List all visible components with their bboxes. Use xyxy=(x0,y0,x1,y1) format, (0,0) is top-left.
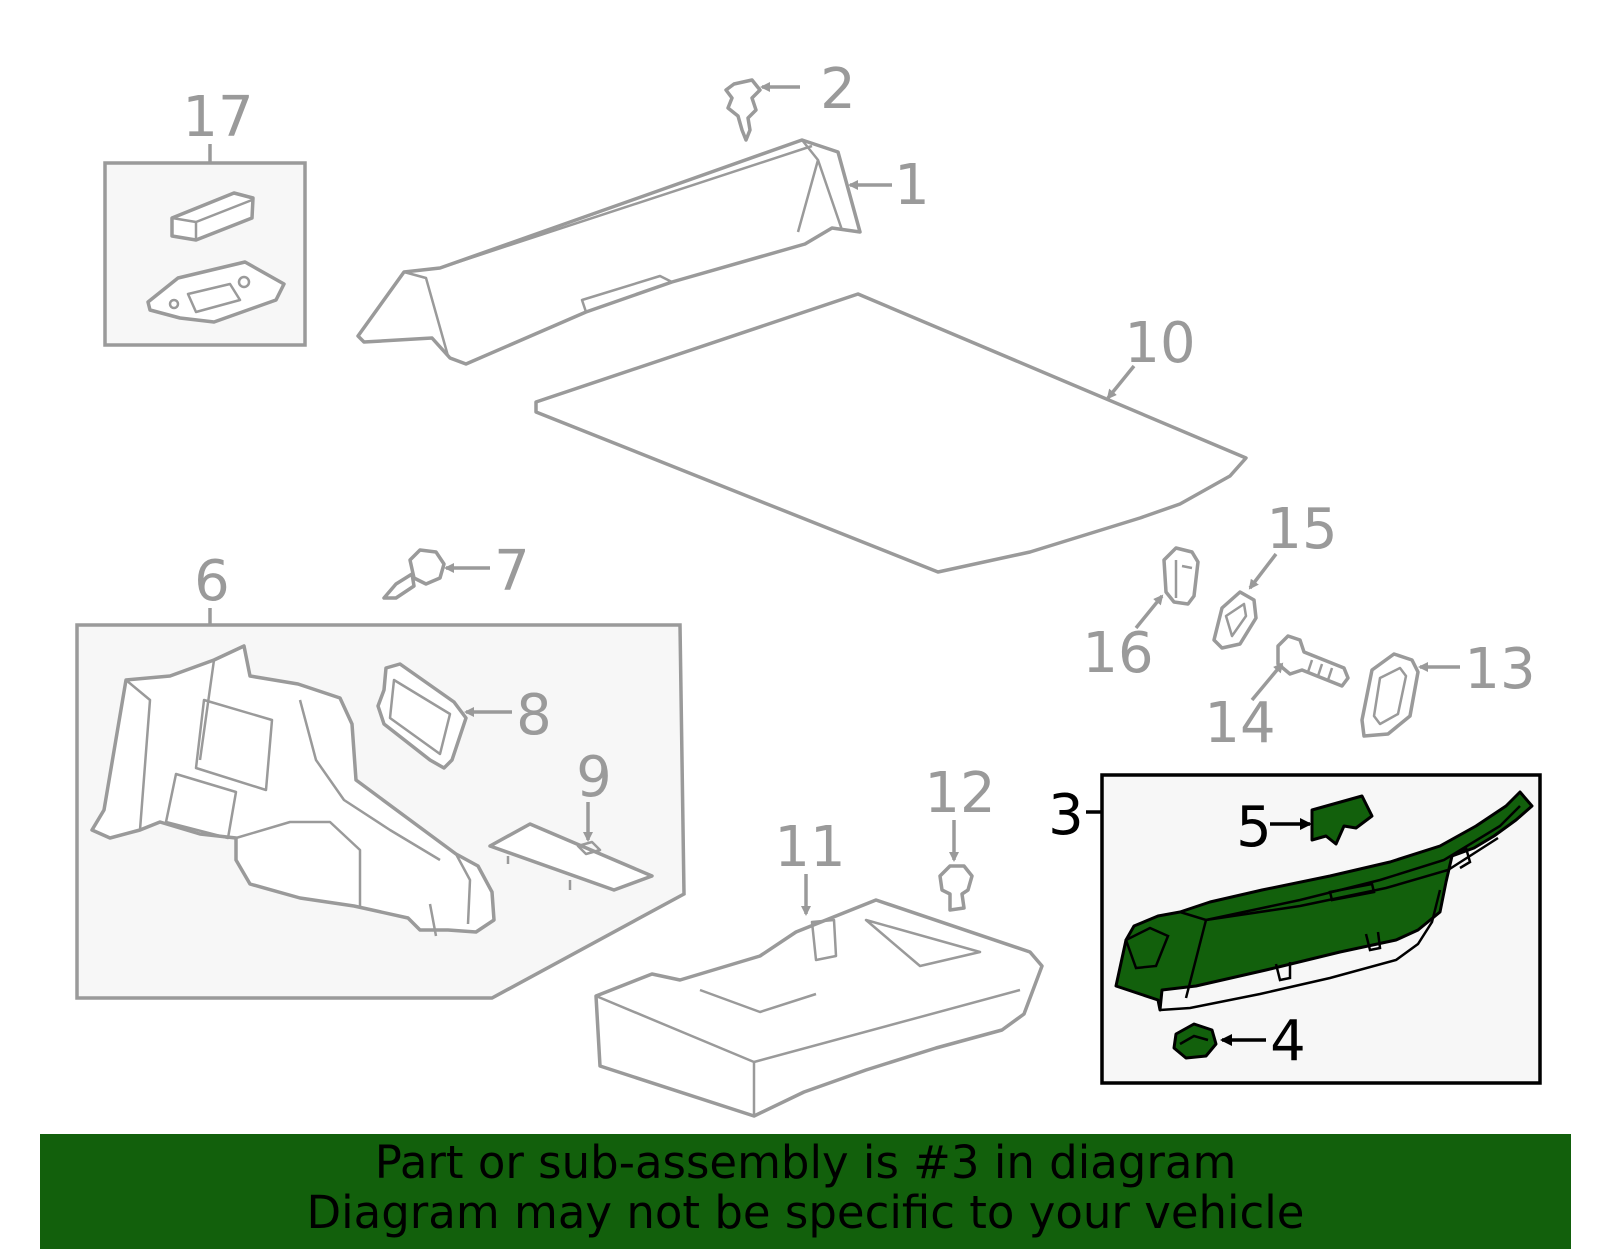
callout-10: 10 xyxy=(1124,311,1195,376)
part-17-lamp-housing xyxy=(146,260,286,324)
callout-15: 15 xyxy=(1266,497,1337,562)
part-15-leader xyxy=(1248,552,1278,590)
part-2-clip: 2 xyxy=(724,57,856,142)
part-17-group: 17 xyxy=(103,85,307,347)
callout-17: 17 xyxy=(182,85,253,150)
part-3-group: 3 5 4 xyxy=(1048,773,1542,1085)
callout-16: 16 xyxy=(1082,621,1153,686)
part-3-sill-trim-panel xyxy=(1114,790,1534,1012)
banner-line-1: Part or sub-assembly is #3 in diagram xyxy=(374,1136,1237,1189)
part-6-group: 6 xyxy=(75,549,686,1000)
callout-9: 9 xyxy=(576,745,612,810)
info-banner: Part or sub-assembly is #3 in diagram Di… xyxy=(40,1134,1571,1249)
callout-5: 5 xyxy=(1236,795,1272,860)
part-5-clip: 5 xyxy=(1236,794,1374,860)
part-6-side-panel xyxy=(90,644,496,937)
callout-12: 12 xyxy=(924,761,995,826)
part-12-fastener: 12 xyxy=(924,761,996,912)
part-17-lamp-bulb xyxy=(170,191,255,242)
callout-13: 13 xyxy=(1464,637,1535,702)
part-10-trunk-mat: 10 xyxy=(534,292,1248,574)
callout-4: 4 xyxy=(1270,1009,1306,1074)
part-7-bolt: 7 xyxy=(382,539,530,604)
part-11-storage-tray: 11 xyxy=(594,815,1044,1118)
callout-3: 3 xyxy=(1048,783,1084,848)
callout-14: 14 xyxy=(1204,691,1275,756)
part-9-small-panel: 9 xyxy=(488,745,654,892)
part-4-nut: 4 xyxy=(1172,1009,1306,1074)
part-15-clip: 15 xyxy=(1212,497,1338,650)
part-16-leader xyxy=(1134,594,1164,630)
part-13-bracket: 13 xyxy=(1360,637,1536,738)
part-14-leader xyxy=(1250,662,1284,702)
part-10-leader xyxy=(1106,364,1136,400)
banner-line-2: Diagram may not be specific to your vehi… xyxy=(306,1186,1305,1239)
callout-1: 1 xyxy=(894,153,930,218)
callout-2: 2 xyxy=(820,57,856,122)
part-1-shelf-trim: 1 xyxy=(356,138,930,366)
part-8-access-cover: 8 xyxy=(376,662,552,770)
callout-7: 7 xyxy=(494,539,530,604)
callout-11: 11 xyxy=(774,815,845,880)
part-14-bolt: 14 xyxy=(1204,634,1350,756)
callout-8: 8 xyxy=(516,683,552,748)
callout-6: 6 xyxy=(194,549,230,614)
part-16-clip: 16 xyxy=(1082,546,1200,686)
